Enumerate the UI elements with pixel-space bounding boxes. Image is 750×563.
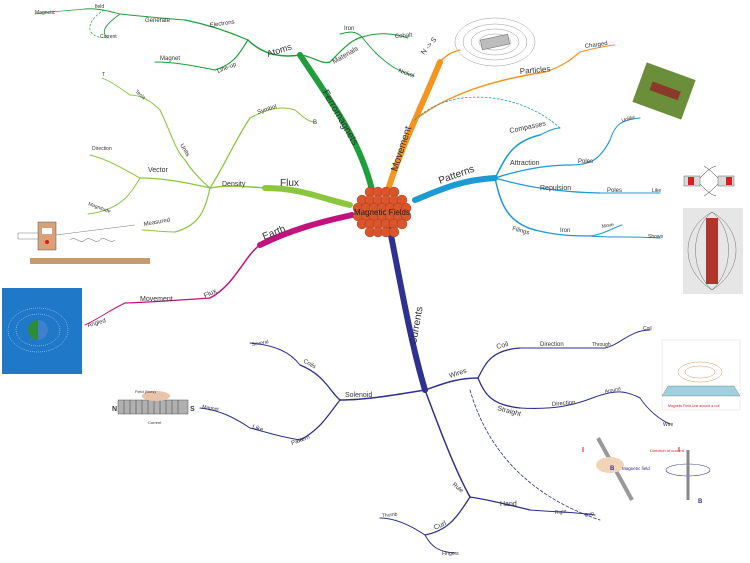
label-iron[interactable]: Iron — [344, 26, 354, 32]
label-thumb[interactable]: Thumb — [382, 512, 398, 519]
label-particles[interactable]: Particles — [519, 64, 550, 76]
label-coil-wires[interactable]: Coil — [496, 341, 510, 351]
center-node-magnetic-fields[interactable] — [352, 186, 412, 238]
solenoid-field-label: Field (lines) — [135, 389, 156, 394]
label-around[interactable]: Around — [604, 386, 621, 395]
label-solenoid[interactable]: Solenoid — [345, 392, 372, 399]
label-movement-earth[interactable]: Movement — [140, 296, 173, 303]
label-density[interactable]: Density — [222, 181, 246, 188]
label-current[interactable]: Current — [100, 34, 117, 40]
label-magnetic[interactable]: Magnetic — [35, 10, 56, 16]
label-measured[interactable]: Measured — [143, 217, 170, 228]
label-direction-coil[interactable]: Direction — [540, 342, 564, 348]
image-flux-apparatus — [17, 221, 150, 264]
label-filings[interactable]: Filings — [511, 226, 529, 236]
image-iron-magnet-photo — [632, 62, 696, 120]
label-poles-repulsion[interactable]: Poles — [607, 188, 622, 194]
label-pattern[interactable]: Pattern — [291, 435, 311, 447]
label-coils[interactable]: Coils — [302, 359, 317, 371]
label-magnitude[interactable]: Magnitude — [87, 201, 111, 215]
label-right[interactable]: Right — [555, 509, 568, 516]
grip-mag-field: Magnetic field — [622, 466, 650, 471]
solenoid-s-label: S — [190, 406, 195, 413]
solenoid-n-label: N — [112, 406, 117, 413]
center-label: Magnetic Fields — [354, 208, 410, 217]
label-lineup[interactable]: Line-up — [217, 62, 238, 75]
label-b-symbol[interactable]: B — [313, 120, 317, 126]
image-bar-magnet-field — [454, 17, 536, 67]
branch-currents — [199, 217, 671, 554]
label-curl[interactable]: Curl — [433, 520, 448, 532]
center-sphere — [396, 218, 408, 230]
image-repelling-magnets — [683, 165, 735, 197]
label-magnet-solenoid[interactable]: Magnet — [202, 404, 220, 413]
label-compasses[interactable]: Compasses — [509, 120, 547, 135]
branch-ferromagnets — [34, 8, 415, 193]
label-currents[interactable]: Currents — [408, 306, 425, 346]
label-flux[interactable]: Flux — [280, 178, 299, 189]
center-sphere — [388, 226, 400, 238]
label-wire[interactable]: Wire — [663, 422, 673, 428]
label-move[interactable]: Move — [601, 222, 614, 230]
label-direction-flux[interactable]: Direction — [92, 146, 112, 152]
grip-i-label-2: I — [678, 447, 680, 454]
label-units[interactable]: Units — [178, 143, 190, 158]
label-like-solenoid[interactable]: Like — [251, 424, 264, 434]
label-vector[interactable]: Vector — [148, 167, 169, 174]
label-symbol[interactable]: Symbol — [257, 104, 278, 116]
label-n-to-s[interactable]: N -> S — [420, 36, 438, 56]
label-coil-end[interactable]: Coil — [643, 326, 652, 332]
image-iron-filings — [683, 208, 743, 294]
label-iron-patterns[interactable]: Iron — [560, 228, 570, 234]
label-movement[interactable]: Movement — [389, 125, 414, 173]
label-hand[interactable]: Hand — [500, 501, 517, 508]
label-cobalt[interactable]: Cobalt — [395, 32, 413, 40]
label-grip[interactable]: Grip — [584, 511, 595, 519]
label-direction-straight[interactable]: Direction — [552, 400, 576, 408]
label-fingers[interactable]: Fingers — [442, 551, 459, 557]
label-angled[interactable]: Angled — [87, 318, 107, 329]
label-poles-attraction[interactable]: Poles — [578, 159, 593, 165]
label-nickel[interactable]: Nickel — [397, 68, 414, 79]
branch-patterns — [412, 96, 661, 239]
image-solenoid: N S Field (lines) Current — [112, 389, 195, 425]
image-right-hand-grip: I Direction of current I Magnetic field … — [582, 437, 711, 505]
label-attraction[interactable]: Attraction — [510, 160, 540, 167]
label-shown[interactable]: Shown — [648, 234, 664, 240]
grip-b-label: B — [610, 466, 615, 472]
label-repulsion[interactable]: Repulsion — [540, 185, 571, 192]
branch-movement — [385, 44, 616, 193]
label-unlike[interactable]: Unlike — [621, 114, 636, 123]
grip-b-label-2: B — [698, 499, 703, 505]
label-charged[interactable]: Charged — [584, 41, 608, 50]
image-coil-field: Magnetic Field Line around a coil — [661, 339, 741, 411]
coil-field-caption: Magnetic Field Line around a coil — [668, 404, 720, 408]
branch-flux — [87, 77, 353, 233]
label-several[interactable]: Several — [251, 339, 269, 348]
label-electrons[interactable]: Electrons — [209, 20, 235, 29]
solenoid-current-label: Current — [148, 420, 162, 425]
label-like[interactable]: Like — [652, 188, 661, 194]
branch-earth — [84, 212, 355, 326]
label-through[interactable]: Through — [592, 342, 611, 348]
grip-current-dir: Direction of current — [650, 448, 685, 453]
label-tesla[interactable]: Tesla — [134, 89, 147, 101]
label-ferromagnets[interactable]: Ferromagnets — [319, 88, 360, 147]
grip-i-label: I — [582, 447, 584, 454]
image-earth-field — [2, 288, 82, 374]
label-generate[interactable]: Generate — [145, 18, 171, 24]
label-magnet-ferro[interactable]: Magnet — [160, 56, 180, 62]
label-field[interactable]: field — [95, 4, 104, 10]
label-t-unit[interactable]: T — [102, 72, 105, 78]
